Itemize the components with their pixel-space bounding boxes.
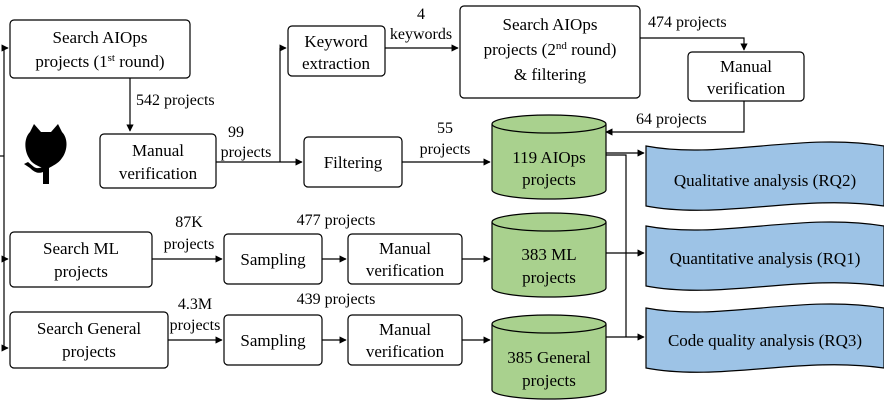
analysis-rq3: Code quality analysis (RQ3) bbox=[645, 303, 884, 373]
edge-label-43m-unit: projects bbox=[170, 317, 221, 334]
dataset-label: projects bbox=[522, 170, 576, 189]
analysis-label: Code quality analysis (RQ3) bbox=[668, 331, 862, 350]
connectors bbox=[0, 37, 748, 352]
node-label: Manual bbox=[379, 239, 431, 258]
node-label: verification bbox=[707, 79, 786, 98]
node-label: Sampling bbox=[240, 331, 306, 350]
node-label: Search General bbox=[37, 319, 142, 338]
analysis-label: Qualitative analysis (RQ2) bbox=[674, 171, 856, 190]
node-manual-verification-2: Manual verification bbox=[687, 51, 805, 102]
node-label: Search AIOps bbox=[503, 15, 598, 34]
node-label: Search AIOps bbox=[53, 28, 148, 47]
node-label: Manual bbox=[132, 141, 184, 160]
dataset-label: 119 AIOps bbox=[512, 148, 586, 167]
dataset-label: 383 ML bbox=[521, 245, 576, 264]
edge-label-477: 477 projects bbox=[297, 212, 376, 229]
node-label: Search ML bbox=[43, 239, 119, 258]
node-label: verification bbox=[366, 261, 445, 280]
node-label: Keyword bbox=[304, 32, 368, 51]
edge-label-55: 55 bbox=[437, 120, 453, 137]
node-label: & filtering bbox=[514, 65, 587, 84]
dataset-label: projects bbox=[522, 371, 576, 390]
node-search-ml: Search ML projects bbox=[9, 231, 153, 288]
dataset-label: projects bbox=[522, 268, 576, 287]
edge-search2-to-manual2 bbox=[640, 37, 748, 51]
node-label: Filtering bbox=[324, 153, 383, 172]
edge-label-99: 99 bbox=[228, 124, 244, 141]
node-sampling-general: Sampling bbox=[223, 314, 323, 366]
edge-label-43m: 4.3M bbox=[178, 296, 212, 313]
edge-aiops-bus bbox=[606, 154, 627, 337]
edge-label-99-unit: projects bbox=[221, 144, 272, 161]
node-label: verification bbox=[119, 164, 198, 183]
node-label: extraction bbox=[302, 54, 370, 73]
edge-label-87k: 87K bbox=[175, 214, 203, 231]
edge-label-542: 542 projects bbox=[136, 92, 215, 109]
node-keyword-extraction: Keyword extraction bbox=[287, 25, 386, 77]
dataset-aiops-cylinder: 119 AIOps projects bbox=[491, 114, 607, 200]
dataset-general-cylinder: 385 General projects bbox=[491, 314, 607, 400]
edge-labels: 542 projects 99 projects 4 keywords 474 … bbox=[136, 6, 727, 334]
node-search-aiops-2: Search AIOps projects (2nd round) & filt… bbox=[459, 5, 641, 99]
node-label: Manual bbox=[379, 320, 431, 339]
node-sampling-ml: Sampling bbox=[223, 233, 323, 285]
node-label: Sampling bbox=[240, 250, 306, 269]
node-label: projects bbox=[62, 342, 116, 361]
analysis-rq1: Quantitative analysis (RQ1) bbox=[645, 221, 884, 291]
node-search-general: Search General projects bbox=[9, 311, 169, 369]
edge-manual2-to-aiops bbox=[605, 101, 745, 136]
analysis-label: Quantitative analysis (RQ1) bbox=[670, 249, 861, 268]
node-filtering: Filtering bbox=[303, 136, 403, 188]
edge-label-87k-unit: projects bbox=[164, 236, 215, 253]
node-manual-verification-general: Manual verification bbox=[347, 314, 463, 366]
node-label: projects bbox=[54, 262, 108, 281]
node-label: Manual bbox=[720, 57, 772, 76]
node-label: verification bbox=[366, 342, 445, 361]
github-octocat-icon bbox=[24, 124, 67, 184]
node-label: projects (2nd round) bbox=[484, 40, 617, 59]
node-manual-verification-1: Manual verification bbox=[99, 133, 217, 189]
edge-label-64: 64 projects bbox=[636, 111, 707, 128]
edge-label-55-unit: projects bbox=[420, 141, 471, 158]
node-label: projects (1st round) bbox=[35, 52, 164, 71]
node-manual-verification-ml: Manual verification bbox=[347, 233, 463, 285]
edge-label-4: 4 bbox=[417, 6, 425, 23]
edge-label-4-unit: keywords bbox=[390, 26, 452, 43]
edge-label-439: 439 projects bbox=[297, 291, 376, 308]
edge-label-474: 474 projects bbox=[648, 14, 727, 31]
analysis-rq2: Qualitative analysis (RQ2) bbox=[645, 141, 884, 211]
node-search-aiops-1: Search AIOps projects (1st round) bbox=[9, 19, 191, 79]
dataset-label: 385 General bbox=[507, 348, 591, 367]
dataset-ml-cylinder: 383 ML projects bbox=[491, 212, 607, 298]
